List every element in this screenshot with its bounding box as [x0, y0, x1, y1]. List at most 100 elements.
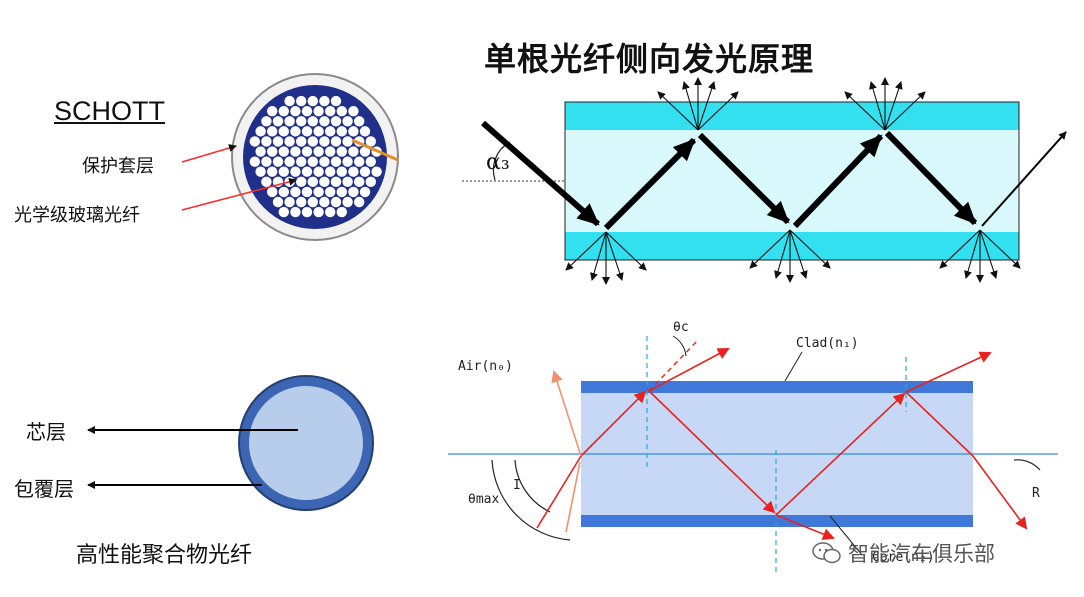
scatter-arrow — [605, 231, 647, 271]
glass-fiber — [261, 116, 272, 127]
glass-fiber — [354, 156, 365, 167]
glass-fiber — [354, 176, 365, 188]
glass-fiber — [296, 95, 307, 107]
glass-fiber — [330, 95, 342, 107]
glass-fiber — [330, 116, 342, 127]
theta-max-label: θmax — [468, 492, 500, 507]
glass-fiber — [290, 126, 301, 137]
glass-fiber — [278, 126, 289, 137]
thetamax-arc — [491, 459, 571, 541]
glass-fiber — [267, 186, 278, 198]
scatter-arrow — [697, 81, 716, 131]
glass-fiber — [342, 136, 353, 147]
glass-fiber — [272, 156, 284, 167]
glass-fiber — [307, 136, 318, 147]
glass-fiber — [359, 126, 371, 137]
glass-fiber — [296, 136, 307, 147]
orange-incident — [565, 461, 581, 533]
clad-leader — [784, 351, 803, 382]
glass-fiber — [348, 126, 359, 137]
wechat-icon — [812, 542, 841, 564]
scatter-arrow — [884, 91, 926, 131]
glass-fiber — [348, 186, 359, 198]
side-emitting-diagram — [462, 77, 1067, 285]
glass-fiber — [255, 146, 266, 157]
glass-fiber — [336, 186, 347, 198]
glass-fiber — [319, 136, 330, 147]
glass-fiber — [307, 196, 318, 208]
glass-fiber — [313, 166, 324, 177]
glass-fiber — [313, 186, 324, 198]
glass-fiber — [365, 176, 376, 188]
scatter-arrow — [605, 231, 624, 281]
scatter-arrow — [774, 229, 791, 279]
incidence-label: I — [513, 478, 521, 493]
scatter-arrow — [789, 229, 808, 279]
scatter-arrow — [749, 229, 791, 269]
glass-fiber — [325, 146, 336, 157]
glass-fiber — [313, 105, 324, 117]
sheath-label: 保护套层 — [82, 156, 154, 176]
scatter-arrow — [884, 81, 903, 131]
glass-fiber-label: 光学级玻璃光纤 — [14, 205, 140, 225]
glass-fiber — [267, 166, 278, 177]
glass-fiber — [354, 196, 365, 208]
critical-ray — [648, 339, 699, 392]
glass-fiber — [307, 95, 318, 107]
glass-fiber — [278, 166, 289, 177]
glass-fiber — [301, 166, 313, 177]
schott-bundle — [181, 73, 399, 241]
glass-fiber — [342, 176, 353, 188]
glass-fiber — [278, 186, 289, 198]
glass-fiber — [336, 105, 347, 117]
glass-fiber — [267, 105, 278, 117]
glass-fiber — [313, 146, 324, 157]
glass-fiber — [348, 146, 359, 157]
glass-fiber — [284, 196, 295, 208]
glass-fiber — [296, 116, 307, 127]
scatter-arrow — [565, 231, 607, 271]
glass-fiber — [301, 105, 313, 117]
glass-fiber — [313, 206, 324, 218]
watermark: 智能汽车俱乐部 — [812, 538, 995, 568]
glass-fiber — [290, 146, 301, 157]
glass-fiber — [336, 206, 347, 218]
clad-label: Clad(n₁) — [796, 336, 859, 351]
theta-c-label: θc — [673, 320, 689, 335]
scatter-arrow — [789, 229, 831, 269]
glass-fiber — [290, 186, 301, 198]
exit-ray — [981, 131, 1067, 227]
top-cladding — [565, 102, 1019, 130]
glass-fiber — [330, 176, 342, 188]
glass-fiber — [296, 176, 307, 188]
glass-fiber — [261, 136, 272, 147]
glass-fiber — [249, 156, 260, 167]
glass-fiber — [359, 166, 371, 177]
glass-fiber — [261, 156, 272, 167]
reflection-label: R — [1032, 486, 1040, 501]
glass-fiber — [284, 95, 295, 107]
glass-fiber — [313, 126, 324, 137]
scatter-arrow — [682, 81, 699, 131]
glass-fiber — [371, 166, 382, 177]
glass-fiber — [325, 166, 336, 177]
glass-fiber — [278, 105, 289, 117]
cladding-label: 包覆层 — [14, 479, 74, 501]
glass-fiber — [301, 206, 313, 218]
fiber-pointer — [181, 177, 297, 211]
sheath-pointer — [181, 144, 237, 163]
glass-fiber — [359, 186, 371, 198]
glass-fiber — [301, 186, 313, 198]
glass-fiber — [307, 116, 318, 127]
alpha-label: α₃ — [486, 150, 510, 175]
tir-bottom-clad — [581, 515, 973, 527]
glass-fiber — [319, 196, 330, 208]
glass-fiber — [325, 206, 336, 218]
glass-fiber — [249, 136, 260, 147]
core-label: 芯层 — [26, 422, 66, 444]
glass-fiber — [296, 156, 307, 167]
glass-fiber — [296, 196, 307, 208]
diagram-title: 单根光纤侧向发光原理 — [484, 41, 815, 77]
glass-fiber — [278, 206, 289, 218]
